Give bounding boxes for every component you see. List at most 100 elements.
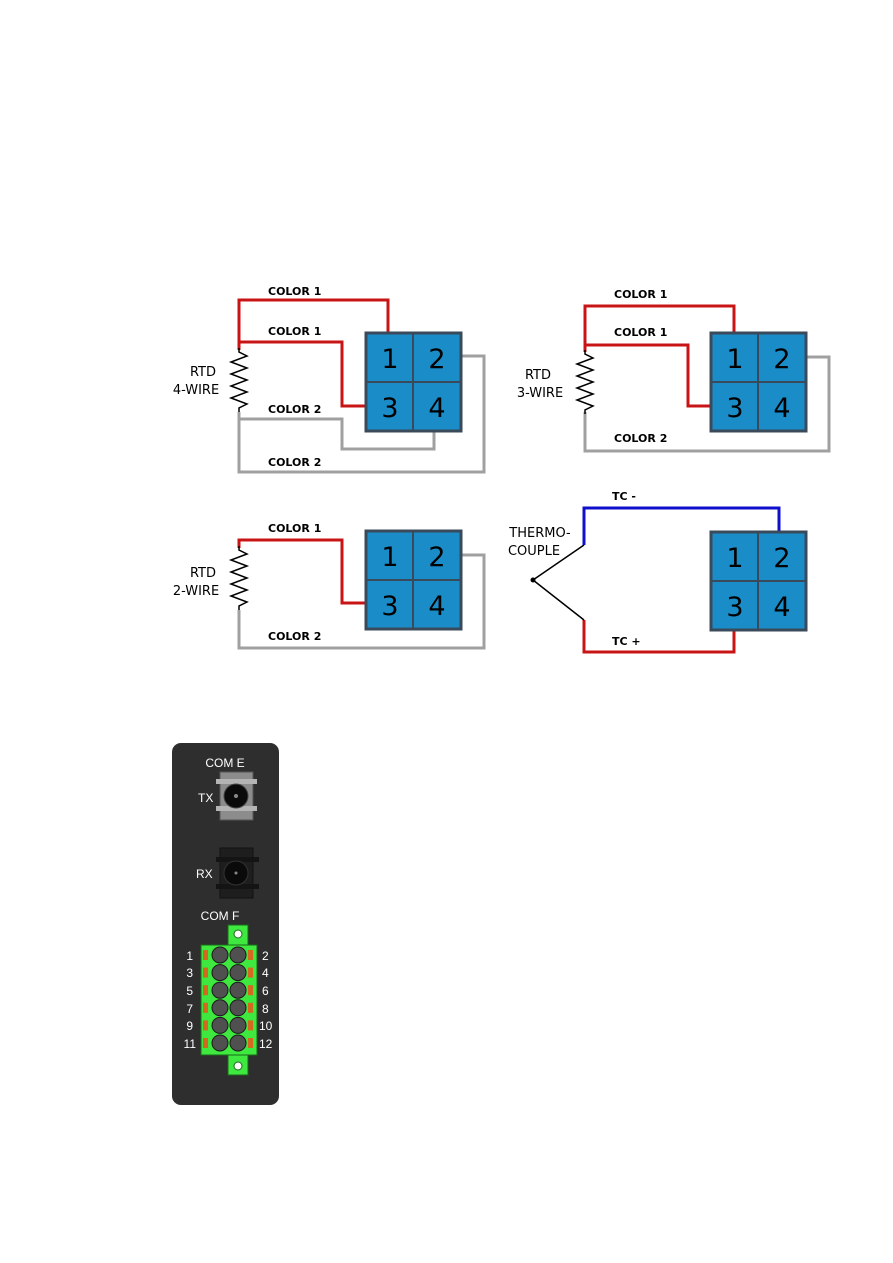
com-e-label: COM E (205, 756, 244, 770)
pin-latch-1 (203, 950, 208, 960)
tc-name-line1: THERMO- (508, 526, 571, 541)
rtd4-mid-wire (239, 340, 366, 408)
tc-name-line2: COUPLE (508, 544, 560, 559)
rtd2-resistor-icon (228, 546, 250, 610)
pin-label-3: 3 (186, 966, 193, 980)
rtd2-bottom-wire (237, 553, 486, 650)
pin-socket-3[interactable] (211, 964, 229, 982)
rtd4-bottom-wire-label: COLOR 2 (268, 456, 321, 469)
pin-latch-3 (203, 967, 208, 978)
tc-junction-lower (532, 579, 585, 621)
rtd2-terminal-1: 1 (381, 542, 398, 573)
rtd2-terminal-3: 3 (381, 591, 398, 622)
tc-terminal-block: 1 2 3 4 (709, 530, 808, 632)
pin-label-10: 10 (259, 1019, 273, 1033)
rtd3-bottom-wire (583, 355, 831, 453)
pin-latch-6 (248, 985, 253, 996)
rtd4-terminal-3: 3 (381, 393, 398, 424)
pin-socket-10[interactable] (229, 1016, 247, 1034)
rtd2-bottom-wire-label: COLOR 2 (268, 630, 321, 643)
rtd4-low-wire-label: COLOR 2 (268, 403, 321, 416)
pin-latch-9 (203, 1020, 208, 1031)
pin-latch-8 (248, 1002, 253, 1013)
tc-neg-wire (582, 506, 781, 545)
pin-label-11: 11 (184, 1037, 197, 1051)
rtd4-terminal-1: 1 (381, 344, 398, 375)
rtd3-terminal-3: 3 (726, 393, 743, 424)
rtd3-terminal-block: 1 2 3 4 (709, 331, 808, 433)
rtd4-mid-wire-label: COLOR 1 (268, 325, 321, 338)
rtd3-name-line1: RTD (525, 368, 551, 383)
tc-pos-wire-label: TC + (612, 635, 641, 648)
com-f-connector[interactable] (200, 924, 258, 1076)
pin-label-2: 2 (262, 949, 269, 963)
rtd3-bottom-wire-label: COLOR 2 (614, 432, 667, 445)
com-f-label: COM F (201, 909, 240, 923)
tc-terminal-1: 1 (726, 543, 743, 574)
pin-latch-11 (203, 1038, 208, 1048)
rtd4-terminal-block: 1 2 3 4 (364, 331, 463, 433)
rtd-4wire-diagram: RTD 4-WIRE COLOR 1 COLOR 1 COLOR 2 COLOR… (173, 285, 486, 474)
tc-junction-upper (532, 544, 585, 581)
rx-label: RX (196, 867, 213, 881)
rtd3-mid-wire (585, 343, 711, 408)
tc-terminal-4: 4 (773, 592, 790, 623)
pin-socket-5[interactable] (211, 981, 229, 999)
rtd3-terminal-1: 1 (726, 344, 743, 375)
pin-socket-6[interactable] (229, 981, 247, 999)
pin-latch-12 (248, 1038, 253, 1048)
rtd4-name-line1: RTD (190, 365, 216, 380)
rtd2-terminal-block: 1 2 3 4 (364, 529, 463, 631)
rtd4-top-wire (237, 298, 390, 350)
thermocouple-diagram: THERMO- COUPLE TC - TC + 1 2 3 4 (508, 490, 808, 654)
tx-port-icon[interactable] (216, 771, 257, 821)
rtd4-bottom-wire (237, 354, 486, 474)
tc-neg-wire-label: TC - (612, 490, 636, 503)
rtd3-mid-wire-label: COLOR 1 (614, 326, 667, 339)
pin-socket-1[interactable] (211, 946, 229, 964)
pin-socket-12[interactable] (229, 1034, 247, 1052)
pin-socket-11[interactable] (211, 1034, 229, 1052)
rtd2-terminal-4: 4 (428, 591, 445, 622)
rtd-2wire-diagram: RTD 2-WIRE COLOR 1 COLOR 2 1 2 3 4 (173, 522, 486, 650)
pin-latch-5 (203, 985, 208, 996)
rtd4-terminal-4: 4 (428, 393, 445, 424)
rtd3-top-wire-label: COLOR 1 (614, 288, 667, 301)
rtd4-top-wire-label: COLOR 1 (268, 285, 321, 298)
rtd3-top-wire (583, 304, 736, 352)
pin-label-5: 5 (186, 984, 193, 998)
pin-label-1: 1 (186, 949, 193, 963)
pin-latch-10 (248, 1020, 253, 1031)
pin-socket-4[interactable] (229, 964, 247, 982)
rtd2-terminal-2: 2 (428, 542, 445, 573)
pin-label-4: 4 (262, 966, 269, 980)
rtd3-terminal-2: 2 (773, 344, 790, 375)
rtd2-name-line1: RTD (190, 566, 216, 581)
pin-socket-8[interactable] (229, 999, 247, 1017)
rtd4-resistor-icon (228, 348, 250, 412)
pin-label-7: 7 (186, 1002, 193, 1016)
rtd2-top-wire (237, 538, 366, 605)
pin-latch-2 (248, 950, 253, 960)
tc-pos-wire (582, 620, 736, 654)
rtd3-resistor-icon (574, 350, 596, 414)
pin-label-12: 12 (259, 1037, 273, 1051)
tc-terminal-3: 3 (726, 592, 743, 623)
pin-label-8: 8 (262, 1002, 269, 1016)
pin-socket-2[interactable] (229, 946, 247, 964)
rtd3-terminal-4: 4 (773, 393, 790, 424)
rtd2-top-wire-label: COLOR 1 (268, 522, 321, 535)
tc-junction-dot (530, 577, 536, 583)
pin-latch-7 (203, 1002, 208, 1013)
rtd4-terminal-2: 2 (428, 344, 445, 375)
pin-socket-9[interactable] (211, 1016, 229, 1034)
pin-labels: 1 3 5 7 9 11 2 4 6 8 10 12 (184, 949, 273, 1051)
connector-pin-grid (203, 946, 253, 1052)
pin-latch-4 (248, 967, 253, 978)
rx-port-icon[interactable] (216, 847, 259, 899)
pin-socket-7[interactable] (211, 999, 229, 1017)
rtd4-name-line2: 4-WIRE (173, 383, 219, 398)
pin-label-6: 6 (262, 984, 269, 998)
rtd4-low-wire (237, 412, 436, 451)
